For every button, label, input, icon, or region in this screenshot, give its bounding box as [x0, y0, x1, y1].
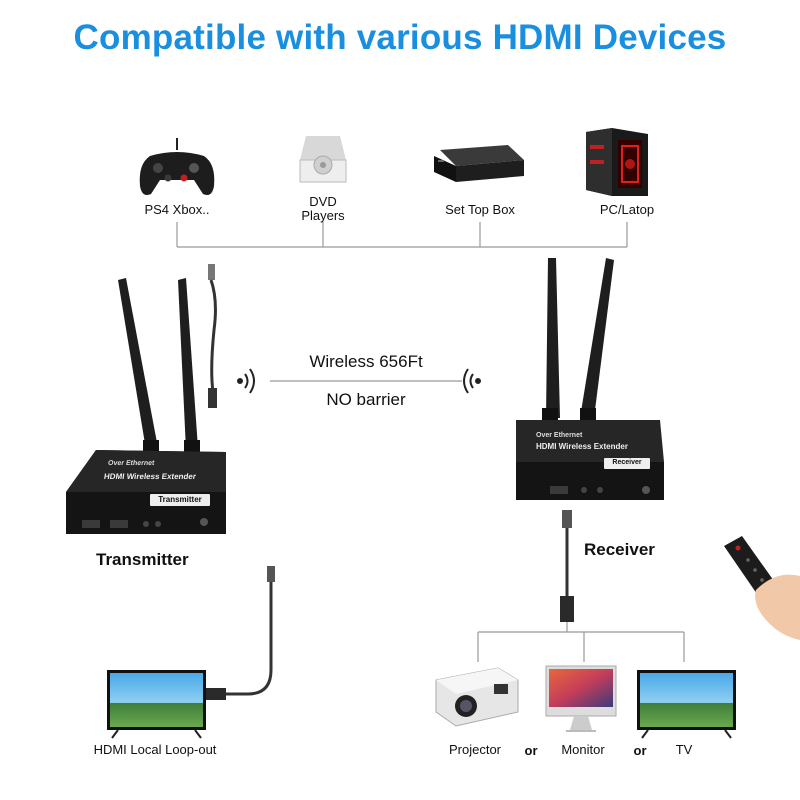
wifi-waves-left-icon	[237, 368, 255, 394]
transmitter-device-line1: Over Ethernet	[107, 460, 155, 467]
monitor-icon	[545, 665, 617, 732]
monitor-label: Monitor	[561, 742, 605, 757]
tv-icon	[637, 670, 736, 739]
dvd-player-icon	[299, 136, 347, 183]
wifi-waves-right-icon	[463, 368, 481, 394]
receiver-device-line1: Over Ethernet	[536, 432, 583, 439]
page-title: Compatible with various HDMI Devices	[73, 18, 727, 57]
wireless-range-label: Wireless 656Ft	[309, 352, 423, 371]
receiver-device	[516, 258, 664, 500]
receiver-hdmi-cable	[560, 510, 574, 622]
or-label-2: or	[633, 743, 647, 758]
source-label-pc: PC/Latop	[599, 202, 655, 217]
output-bracket	[477, 622, 685, 662]
loop-out-label: HDMI Local Loop-out	[93, 742, 217, 757]
remote-control-icon	[724, 536, 800, 640]
source-label-dvd-line1: DVD	[309, 194, 337, 209]
transmitter-badge: Transmitter	[158, 495, 202, 504]
receiver-device-line2: HDMI Wireless Extender	[536, 442, 628, 451]
tv-label: TV	[675, 742, 693, 757]
source-label-dvd-line2: Players	[301, 208, 345, 223]
transmitter-label: Transmitter	[96, 550, 189, 569]
loop-out-hdmi-cable	[206, 566, 275, 700]
pc-tower-icon	[586, 128, 648, 196]
receiver-label: Receiver	[584, 540, 655, 559]
or-label-1: or	[524, 743, 538, 758]
transmitter-device	[66, 264, 226, 534]
wireless-note-label: NO barrier	[326, 390, 406, 409]
loop-out-tv-icon	[107, 670, 206, 739]
source-bracket	[176, 222, 628, 248]
gamepad-icon	[139, 138, 215, 195]
source-label-set-top-box: Set Top Box	[445, 202, 515, 217]
source-label-gamepad: PS4 Xbox..	[144, 202, 210, 217]
usb-plug-icon	[208, 264, 215, 280]
transmitter-device-line2: HDMI Wireless Extender	[103, 472, 197, 481]
projector-label: Projector	[448, 742, 502, 757]
projector-icon	[435, 667, 519, 727]
receiver-badge: Receiver	[612, 459, 642, 466]
set-top-box-icon	[434, 145, 524, 182]
